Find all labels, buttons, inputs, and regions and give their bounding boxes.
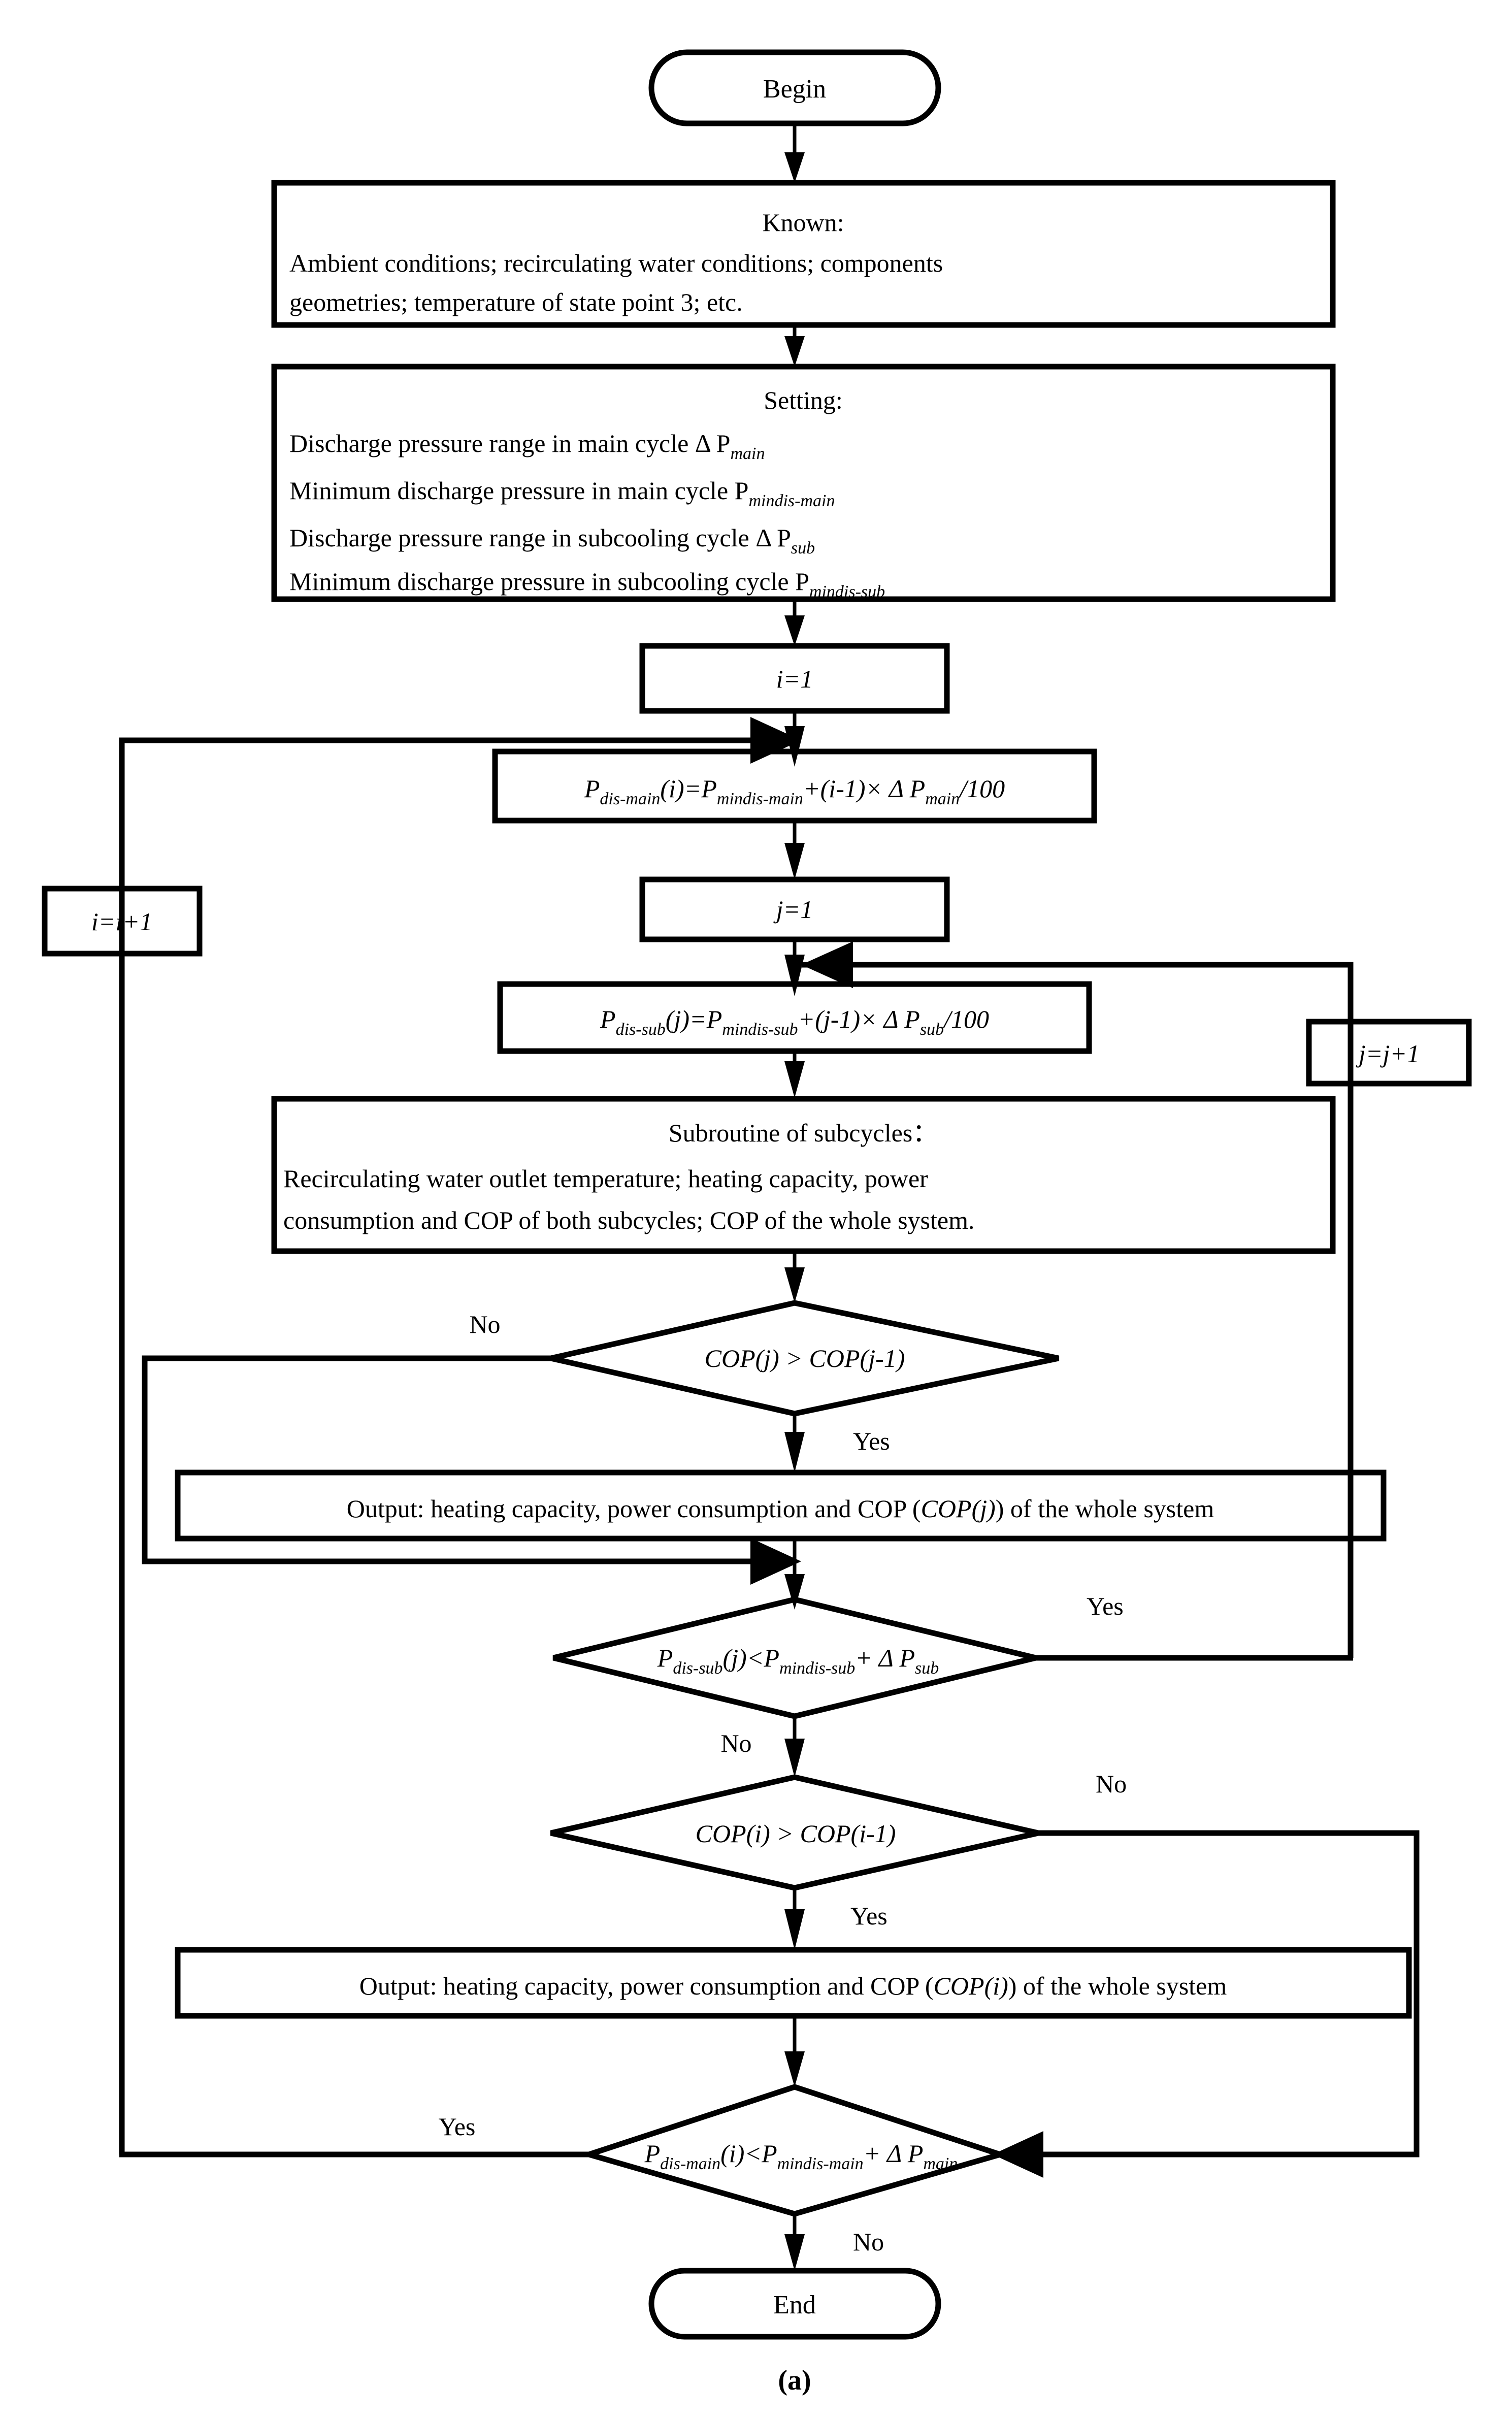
node-psub-test[interactable]: Pdis-sub(j)<Pmindis-sub+ Δ Psub [552,1596,1037,1719]
node-pdismain[interactable]: Pdis-main(i)=Pmindis-main+(i-1)× Δ Pmain… [492,748,1097,824]
link-right-return-rail [802,962,1354,1658]
node-setting-line-3: Discharge pressure range in subcooling c… [289,524,815,558]
node-copi-test-label: COP(i) > COP(i-1) [696,1819,896,1848]
branch-label-copi-no: No [1096,1770,1127,1798]
connector-layer [119,123,1420,2271]
link-copi-no-bypass [1000,1830,1420,2158]
node-i-incr-label: i=i+1 [91,907,152,936]
branch-label-copj-no: No [469,1310,500,1338]
node-i-incr[interactable]: i=i+1 [42,886,203,957]
node-subroutine-line-1: Recirculating water outlet temperature; … [283,1164,928,1193]
node-pdismain-formula: Pdis-main(i)=Pmindis-main+(i-1)× Δ Pmain… [584,774,1005,808]
node-output-j[interactable]: Output: heating capacity, power consumpt… [175,1469,1387,1542]
arrow-outputi-to-pmaintest [784,2051,805,2087]
node-subroutine-title: Subroutine of subcycles： [669,1119,938,1147]
node-pdissub[interactable]: Pdis-sub(j)=Pmindis-sub+(j-1)× Δ Psub/10… [497,981,1092,1054]
node-j-init-label: j=1 [773,895,813,924]
branch-label-psub-yes: Yes [1087,1592,1124,1620]
node-pmain-test-label: Pdis-main(i)<Pmindis-main+ Δ Pmain [644,2139,958,2173]
arrow-pdismain-to-j-init [784,843,805,879]
node-copj-test[interactable]: COP(j) > COP(j-1) [550,1300,1060,1417]
node-end-label: End [773,2291,816,2319]
arrow-copi-no-into-pmaintest [993,2131,1043,2178]
node-j-incr[interactable]: j=j+1 [1306,1019,1472,1087]
node-j-incr-label: j=j+1 [1356,1039,1420,1068]
node-setting[interactable]: Setting: Discharge pressure range in mai… [271,364,1336,602]
arrow-known-to-setting [784,336,805,367]
node-end[interactable]: End [648,2268,941,2340]
arrow-copi-yes-to-outputi [784,1909,805,1950]
node-output-i-label: Output: heating capacity, power consumpt… [359,1972,1227,2000]
node-known-line-2: geometries; temperature of state point 3… [289,288,743,316]
node-known-line-1: Ambient conditions; recirculating water … [289,249,943,277]
node-setting-line-2: Minimum discharge pressure in main cycle… [289,476,835,510]
link-left-return-rail [119,737,795,2154]
arrow-j-init-to-pdissub [784,955,805,996]
branch-label-copj-yes: Yes [853,1427,890,1455]
node-setting-line-1: Discharge pressure range in main cycle Δ… [289,429,765,463]
node-copi-test[interactable]: COP(i) > COP(i-1) [550,1774,1039,1891]
arrow-right-return-into-pdissub [801,941,853,988]
node-j-init[interactable]: j=1 [639,876,950,942]
node-pmain-test[interactable]: Pdis-main(i)<Pmindis-main+ Δ Pmain [579,2084,1010,2217]
arrow-psubtest-no-to-copi [784,1739,805,1777]
arrow-copj-no-rejoin [750,1538,801,1585]
node-i-init[interactable]: i=1 [639,643,950,714]
node-subroutine[interactable]: Subroutine of subcycles： Recirculating w… [271,1096,1336,1254]
arrow-pdissub-to-subroutine [784,1061,805,1098]
node-setting-line-4: Minimum discharge pressure in subcooling… [289,567,885,601]
figure-caption: (a) [778,2365,811,2396]
node-output-j-label: Output: heating capacity, power consumpt… [347,1494,1214,1523]
node-subroutine-line-2: consumption and COP of both subcycles; C… [283,1206,974,1234]
node-i-init-label: i=1 [776,665,813,693]
arrow-subroutine-to-copj [784,1267,805,1303]
branch-label-copi-yes: Yes [850,1902,888,1930]
node-copj-test-label: COP(j) > COP(j-1) [705,1344,905,1372]
arrow-begin-to-known [784,152,805,183]
node-setting-title: Setting: [764,386,843,414]
node-known-title: Known: [762,208,844,237]
branch-label-pmain-yes: Yes [439,2112,476,2141]
arrow-pmaintest-no-to-end [784,2234,805,2271]
node-begin[interactable]: Begin [648,49,941,126]
node-pdissub-formula: Pdis-sub(j)=Pmindis-sub+(j-1)× Δ Psub/10… [600,1005,989,1039]
node-psub-test-label: Pdis-sub(j)<Pmindis-sub+ Δ Psub [657,1644,939,1678]
branch-label-psub-no: No [720,1729,751,1757]
node-known[interactable]: Known: Ambient conditions; recirculating… [271,180,1336,328]
link-copj-no-bypass [142,1355,790,1564]
arrow-copj-yes-to-outputj [784,1432,805,1473]
arrow-outputj-to-psubtest [784,1574,805,1610]
node-output-i[interactable]: Output: heating capacity, power consumpt… [175,1947,1412,2019]
branch-label-pmain-no: No [853,2228,884,2256]
arrow-setting-to-i-init [784,615,805,646]
node-begin-label: Begin [763,75,826,104]
